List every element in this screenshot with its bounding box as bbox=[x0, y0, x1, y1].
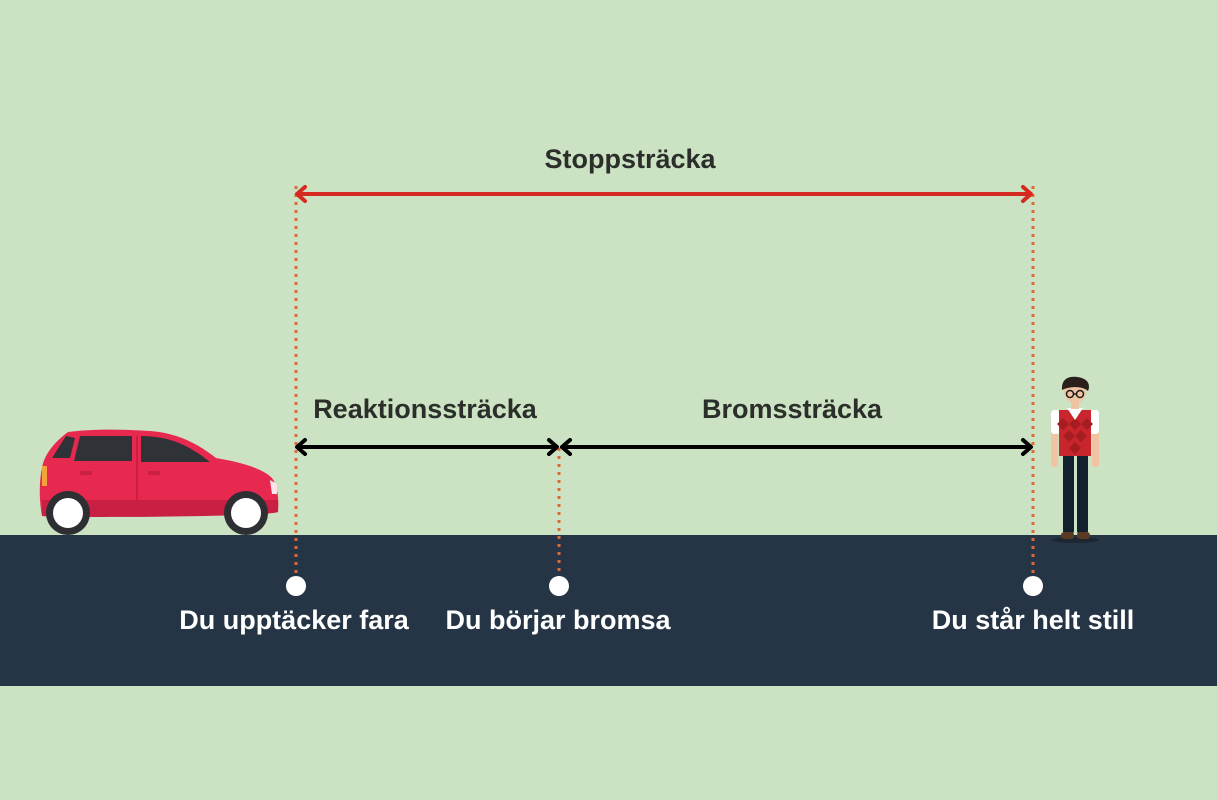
reaction-distance-label: Reaktionssträcka bbox=[313, 394, 537, 424]
milestone-label-braking-starts: Du börjar bromsa bbox=[445, 605, 671, 635]
road bbox=[0, 535, 1217, 686]
braking-distance-label: Bromssträcka bbox=[701, 394, 883, 424]
milestone-label-hazard-detected: Du upptäcker fara bbox=[179, 605, 409, 635]
stopping-distance-arrow bbox=[295, 185, 1033, 203]
car-icon bbox=[39, 429, 279, 535]
milestone-dot-start bbox=[286, 576, 306, 596]
reaction-distance-arrow bbox=[295, 438, 559, 456]
milestone-dot-stop bbox=[1023, 576, 1043, 596]
pedestrian-icon bbox=[1051, 376, 1099, 543]
milestone-dot-brake bbox=[549, 576, 569, 596]
braking-distance-arrow bbox=[560, 438, 1033, 456]
stopping-distance-label: Stoppsträcka bbox=[544, 144, 716, 174]
milestone-label-full-stop: Du står helt still bbox=[931, 605, 1135, 635]
